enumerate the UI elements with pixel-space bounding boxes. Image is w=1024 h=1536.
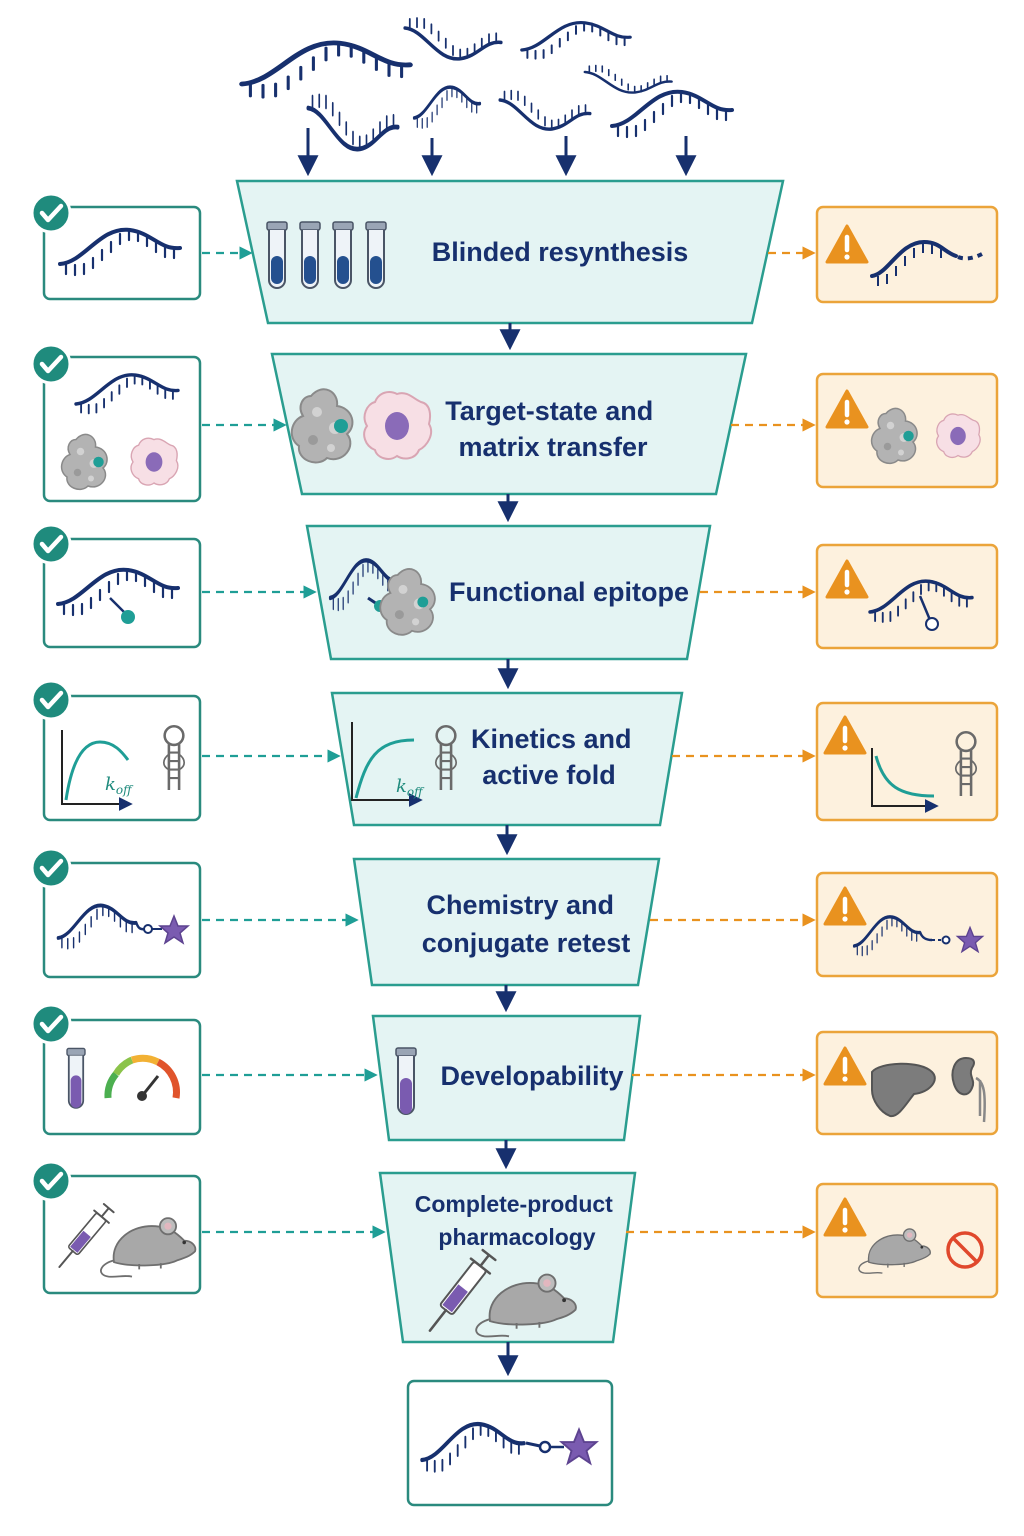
stage-label: Complete-product pharmacology	[415, 1191, 619, 1250]
check-circle-icon	[32, 194, 70, 232]
protein-icon	[60, 433, 108, 491]
aptamer-conjugate-icon	[422, 1424, 598, 1472]
fail-box-2	[815, 372, 999, 489]
strand-icon	[242, 43, 410, 97]
prohibited-icon	[946, 1231, 984, 1269]
strand-icon	[520, 20, 632, 61]
test-tube-icon	[266, 221, 387, 289]
fail-box-4	[815, 701, 999, 822]
stage-label: Kinetics and active fold	[471, 724, 639, 790]
strand-icon	[308, 95, 398, 149]
fail-box-6	[815, 1030, 999, 1136]
stage-box	[330, 691, 684, 827]
input-arrows	[297, 128, 697, 177]
svg-text:koff: koff	[105, 774, 134, 797]
stage-label: Target-state and matrix transfer	[445, 396, 661, 462]
kidney-icon	[951, 1056, 986, 1123]
stage-3: Functional epitope	[305, 524, 712, 661]
stage-label: Blinded resynthesis	[432, 237, 689, 267]
stage-label: Functional epitope	[449, 577, 689, 607]
protein-icon	[870, 407, 918, 465]
fail-box-1	[815, 205, 999, 304]
stage-6: Developability	[371, 1014, 642, 1142]
pass-connectors	[202, 246, 386, 1239]
check-circle-icon	[32, 849, 70, 887]
final-product	[406, 1379, 614, 1507]
liver-icon	[871, 1062, 936, 1118]
strand-icon	[610, 89, 734, 139]
check-circle-icon	[32, 1005, 70, 1043]
strand-icon	[412, 85, 482, 130]
fail-box-3	[815, 543, 999, 650]
cell-icon	[363, 391, 433, 460]
pass-box-5	[32, 849, 202, 979]
test-tube-icon	[395, 1047, 417, 1115]
stage-4: koff Kinetics and active fold	[330, 691, 684, 827]
strand-icon	[583, 63, 673, 95]
pass-box-1	[32, 194, 202, 301]
pass-box-2	[32, 345, 202, 503]
stage-box	[352, 857, 661, 987]
protein-icon	[290, 388, 354, 464]
check-circle-icon	[32, 1162, 70, 1200]
pass-box-3	[32, 525, 202, 649]
check-circle-icon	[32, 345, 70, 383]
stage-label: Chemistry and conjugate retest	[422, 890, 631, 958]
strand-icon	[403, 16, 503, 61]
cell-icon	[130, 437, 179, 486]
pass-box-7	[32, 1162, 202, 1295]
svg-text:koff: koff	[396, 776, 425, 799]
stage-arrows	[495, 323, 521, 1377]
stage-box	[371, 1014, 642, 1142]
pass-box-4: koff	[32, 681, 202, 822]
gauge-icon	[104, 1054, 180, 1101]
aptamer-bound-protein-icon	[330, 560, 436, 636]
check-circle-icon	[32, 681, 70, 719]
fail-connectors	[626, 246, 816, 1239]
stage-7: Complete-product pharmacology	[378, 1171, 637, 1344]
final-box	[406, 1379, 614, 1507]
pass-box-6	[32, 1005, 202, 1136]
pass-panels: koff	[32, 194, 202, 1295]
stage-label: Developability	[440, 1061, 623, 1091]
check-circle-icon	[32, 525, 70, 563]
binding-curve-icon: koff	[351, 722, 425, 807]
test-tube-icon	[66, 1047, 86, 1109]
input-strands	[242, 16, 734, 149]
fail-box-5	[815, 871, 999, 978]
fail-box-7	[815, 1182, 999, 1299]
strand-icon	[498, 88, 592, 131]
cell-icon	[936, 413, 981, 459]
stage-1: Blinded resynthesis	[235, 179, 785, 325]
stage-5: Chemistry and conjugate retest	[352, 857, 661, 987]
fail-panels	[815, 205, 999, 1299]
stage-2: Target-state and matrix transfer	[270, 352, 748, 496]
